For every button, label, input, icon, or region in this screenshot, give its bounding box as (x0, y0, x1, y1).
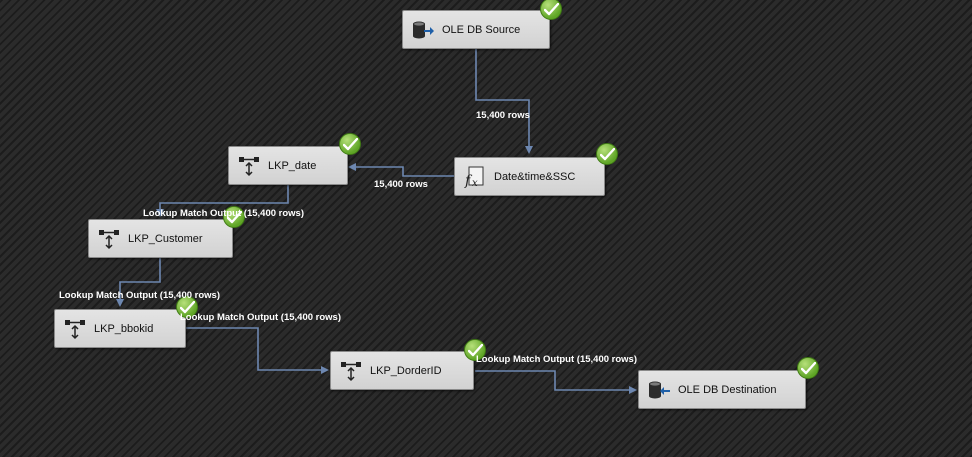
lkp-date-component[interactable]: LKP_date (228, 146, 348, 185)
component-label: LKP_DorderID (370, 364, 442, 377)
edge-label-date-to-customer: Lookup Match Output (15,400 rows) (143, 208, 304, 219)
derived-column-component[interactable]: f x Date&time&SSC (454, 157, 605, 196)
success-check-icon (223, 206, 245, 228)
lkp-customer-component[interactable]: LKP_Customer (88, 219, 233, 258)
component-label: Date&time&SSC (494, 170, 576, 183)
svg-text:f: f (464, 173, 473, 188)
edge-label-source-to-derived: 15,400 rows (476, 110, 530, 121)
connector-date-to-customer[interactable] (156, 185, 289, 217)
success-check-icon (540, 0, 562, 20)
lookup-icon (340, 360, 362, 382)
connector-dorderid-to-destination[interactable] (475, 370, 637, 394)
success-check-icon (176, 296, 198, 318)
success-check-icon (464, 339, 486, 361)
ole-db-destination-component[interactable]: OLE DB Destination (638, 370, 806, 409)
component-label: OLE DB Source (442, 23, 521, 36)
ole-db-source-component[interactable]: OLE DB Source (402, 10, 550, 49)
connector-bbokid-to-dorderid[interactable] (186, 327, 329, 374)
database-destination-icon (648, 379, 670, 401)
edge-label-bbokid-to-dorderid: Lookup Match Output (15,400 rows) (180, 312, 341, 323)
edge-label-dorderid-to-destination: Lookup Match Output (15,400 rows) (476, 354, 637, 365)
success-check-icon (797, 357, 819, 379)
component-label: LKP_bbokid (94, 322, 154, 335)
derived-column-fx-icon: f x (464, 166, 486, 188)
success-check-icon (596, 143, 618, 165)
connector-customer-to-bbokid[interactable] (116, 258, 161, 307)
lookup-icon (238, 155, 260, 177)
lookup-icon (98, 228, 120, 250)
lkp-dorderid-component[interactable]: LKP_DorderID (330, 351, 474, 390)
component-label: LKP_date (268, 159, 317, 172)
edge-label-derived-to-date: 15,400 rows (374, 179, 428, 190)
success-check-icon (339, 133, 361, 155)
lookup-icon (64, 318, 86, 340)
connector-source-to-derived[interactable] (475, 48, 533, 154)
connector-derived-to-date[interactable] (348, 163, 455, 177)
database-source-icon (412, 19, 434, 41)
lkp-bbokid-component[interactable]: LKP_bbokid (54, 309, 186, 348)
svg-text:x: x (472, 178, 478, 188)
component-label: LKP_Customer (128, 232, 203, 245)
edge-label-customer-to-bbokid: Lookup Match Output (15,400 rows) (59, 290, 220, 301)
component-label: OLE DB Destination (678, 383, 777, 396)
